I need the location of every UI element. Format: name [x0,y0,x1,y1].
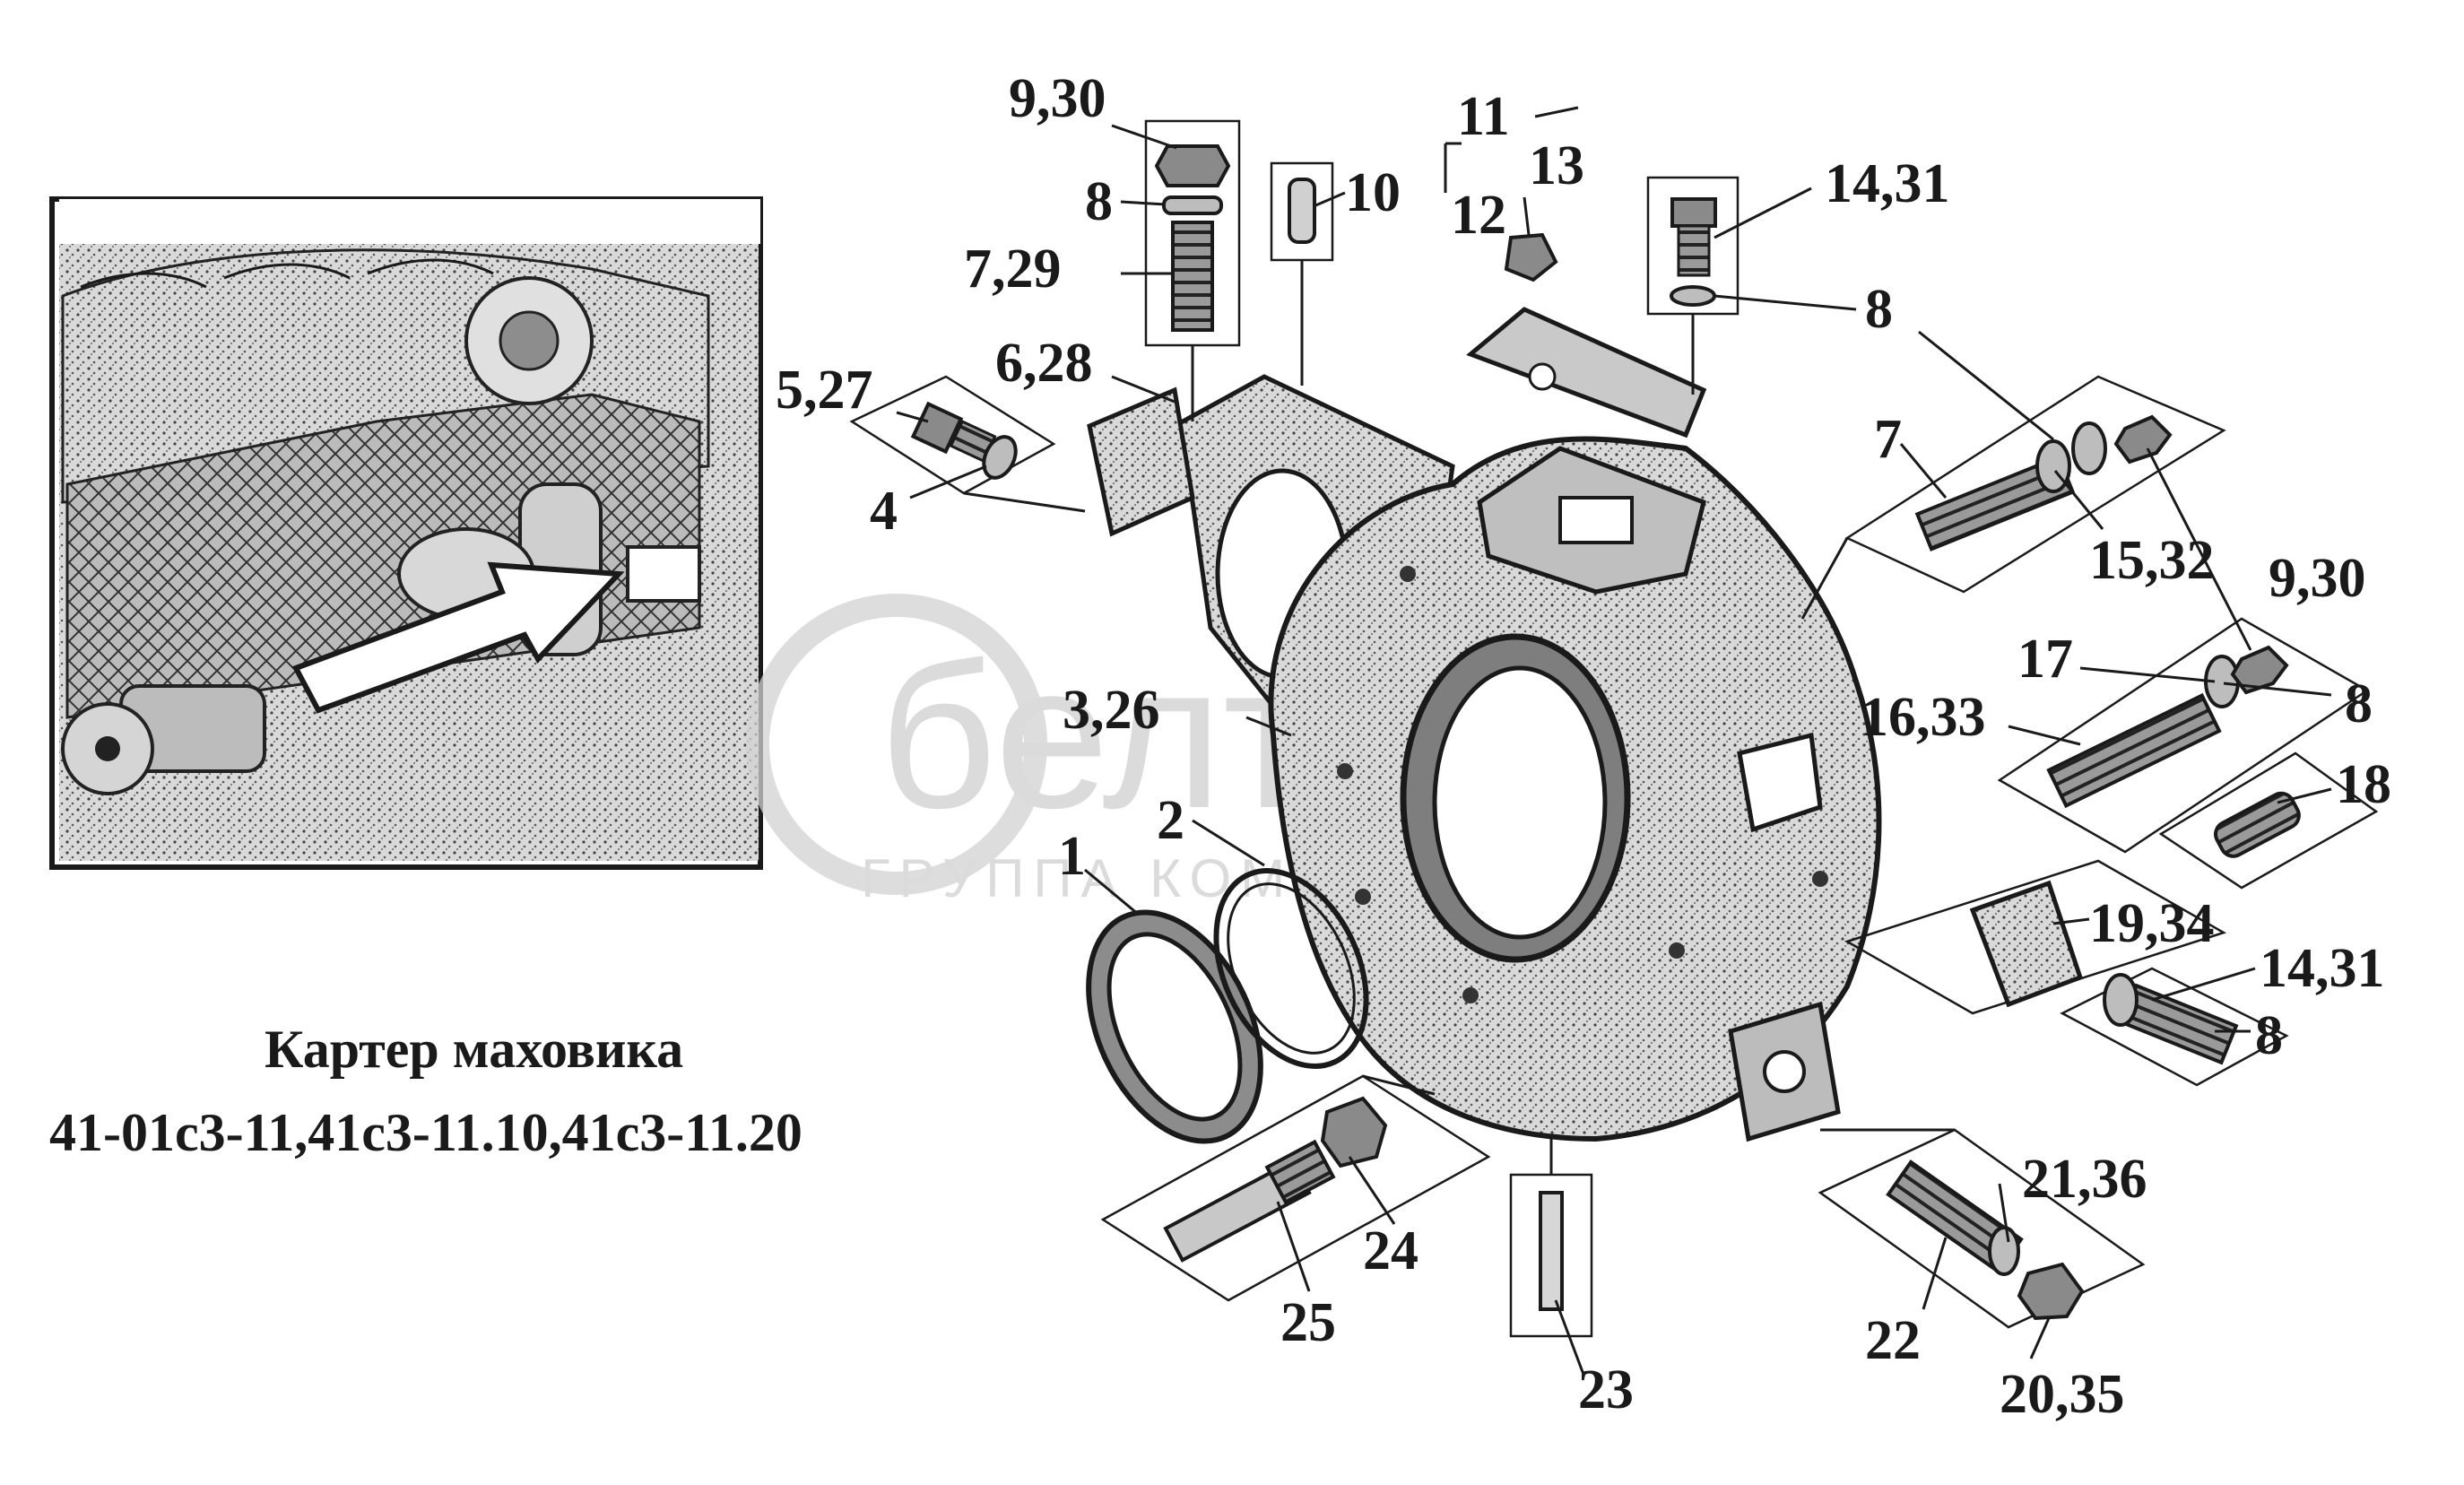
part-2-gasket [1213,868,1369,1069]
label-17: 17 [2017,629,2073,690]
label-7-29: 7,29 [964,239,1062,300]
label-24: 24 [1363,1220,1419,1281]
label-8-mid: 8 [2345,673,2373,734]
label-25: 25 [1280,1292,1336,1353]
flywheel-housing [1172,374,1882,1142]
stud-group-16 [1997,617,2370,854]
gasket-6-28 [1087,386,1195,537]
label-5-27: 5,27 [776,360,873,421]
label-3-26: 3,26 [1063,680,1160,741]
nut-13 [1504,232,1558,282]
pin-18 [2158,751,2379,890]
housing-bore [1432,665,1608,940]
leader-lines [896,106,2332,1373]
label-8-bottom: 8 [2255,1005,2283,1066]
stud-group-22 [1818,1128,2146,1329]
label-8-right-top: 8 [1865,279,1893,340]
label-6-28: 6,28 [995,333,1093,394]
label-8-top: 8 [1085,171,1113,232]
washer-8 [1162,195,1223,215]
caption: Картер маховика 41-01с3-11,41с3-11.10,41… [49,1020,803,1162]
plug-5-27 [849,375,1086,513]
pin-23 [1509,1139,1593,1338]
dowel-10 [1270,161,1334,386]
cover-plate-12 [1444,142,1707,439]
label-20-35: 20,35 [2000,1364,2125,1425]
stud-group-24 [1100,1074,1491,1302]
label-16-33: 16,33 [1861,687,1986,748]
label-9-30-right: 9,30 [2269,548,2366,609]
part-1-seal [1086,909,1263,1144]
label-14-31-bottom: 14,31 [2260,938,2385,999]
label-1: 1 [1058,826,1086,887]
stud-group-7 [1800,375,2226,620]
inspection-window [1737,732,1823,833]
caption-models: 41-01с3-11,41с3-11.10,41с3-11.20 [49,1103,803,1162]
inset-pointer-arrow [291,561,625,714]
label-14-31-top: 14,31 [1825,153,1950,214]
stud-7-29 [1171,221,1214,332]
label-13: 13 [1529,135,1584,196]
part-labels: 9,30 8 7,29 10 11 12 13 14,31 8 5,27 4 6… [776,68,2391,1425]
label-4: 4 [870,481,898,542]
engine-inset [49,196,763,870]
cover-19-34 [1844,859,2289,1087]
label-9-30-top: 9,30 [1009,68,1106,129]
label-10: 10 [1345,162,1401,223]
label-22: 22 [1865,1310,1921,1371]
label-18: 18 [2336,754,2391,815]
label-19-34: 19,34 [2089,893,2215,954]
label-12: 12 [1451,185,1506,246]
label-2: 2 [1157,790,1184,851]
label-15-32: 15,32 [2089,530,2215,591]
nut-9-30 [1154,144,1231,187]
bolt-stack-top [1144,119,1241,421]
label-11: 11 [1457,86,1510,147]
caption-title: Картер маховика [265,1020,683,1079]
bracket-11-12 [1444,142,1462,193]
bolt-14-31-top [1646,176,1740,395]
label-23: 23 [1578,1359,1634,1420]
label-7: 7 [1874,409,1902,470]
label-21-36: 21,36 [2022,1149,2147,1210]
